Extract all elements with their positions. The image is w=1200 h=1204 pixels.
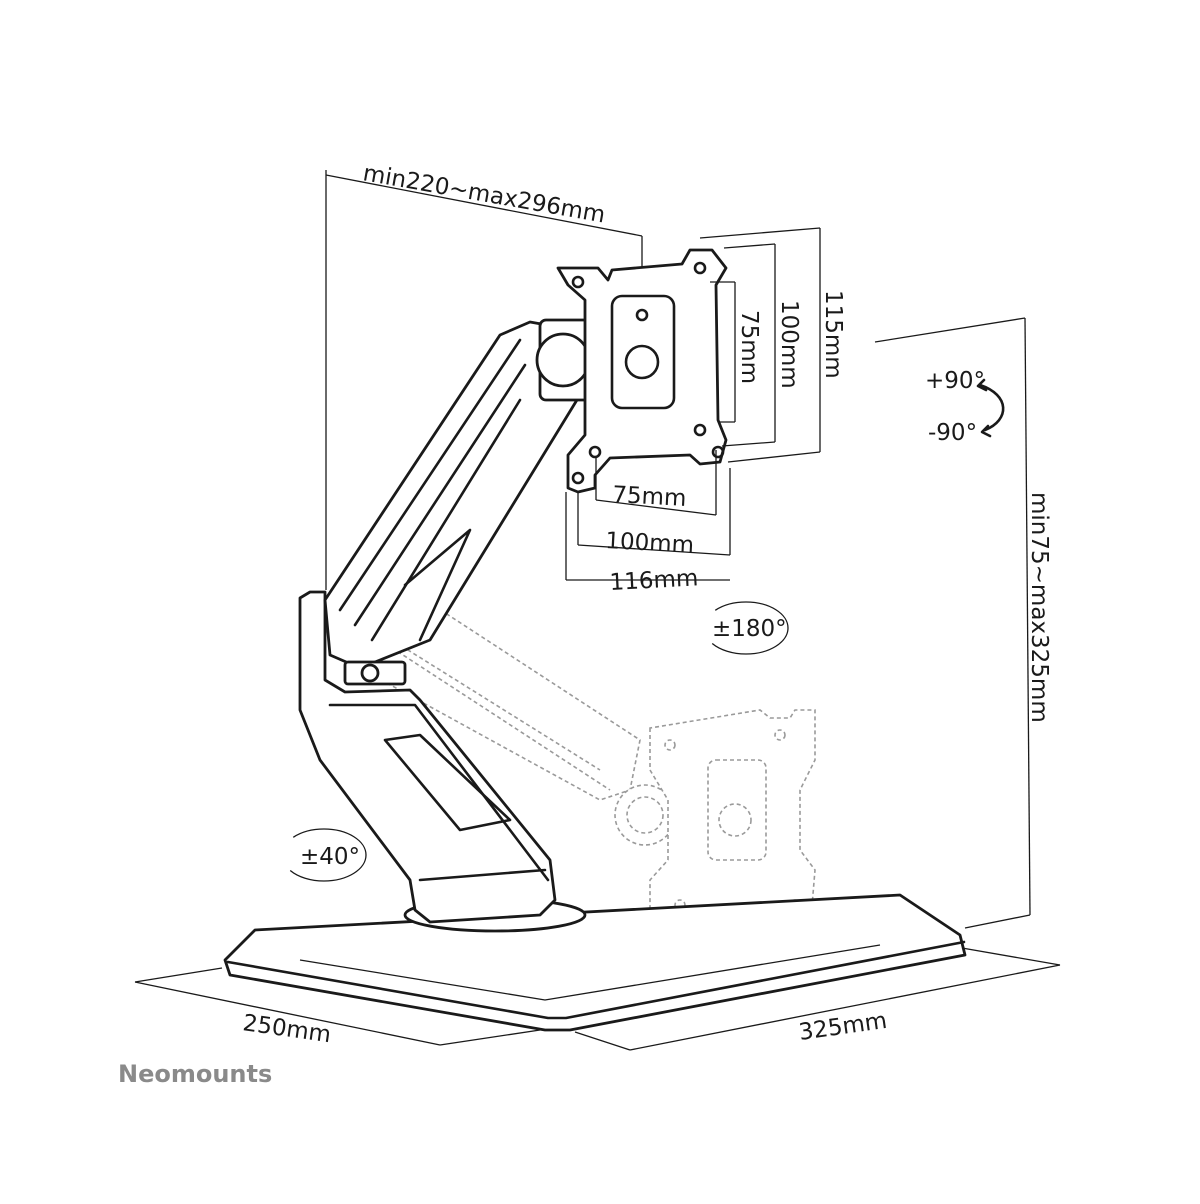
rotation-180-label: ±180° (712, 616, 787, 642)
rotation-180-arrow (703, 601, 789, 655)
vesa-plate (556, 248, 728, 494)
plate-width-label: 116mm (609, 565, 699, 596)
height-range-label: min75~max325mm (1026, 492, 1052, 723)
vesa-height-75-label: 75mm (736, 310, 762, 384)
upright-column (298, 590, 557, 924)
vesa-width-100-label: 100mm (605, 528, 695, 559)
plate-height-label: 115mm (820, 290, 846, 379)
base-width-label: 325mm (797, 1008, 888, 1046)
swivel-40-label: ±40° (300, 844, 360, 870)
tilt-up-label: +90° (925, 368, 985, 394)
arm-reach-label: min220~max296mm (361, 160, 607, 228)
swivel-40-arrow (281, 828, 367, 882)
tilt-hinge (535, 318, 592, 402)
base-plate (223, 893, 967, 1032)
dimension-lines (134, 170, 1061, 1051)
vesa-width-75-label: 75mm (612, 482, 687, 512)
ghost-vesa-plate (649, 709, 816, 933)
vesa-height-100-label: 100mm (776, 300, 802, 389)
tilt-down-label: -90° (928, 420, 977, 446)
tilt-arrow (976, 378, 1005, 438)
brand-logo: Neomounts (118, 1060, 272, 1088)
base-depth-label: 250mm (241, 1010, 332, 1048)
